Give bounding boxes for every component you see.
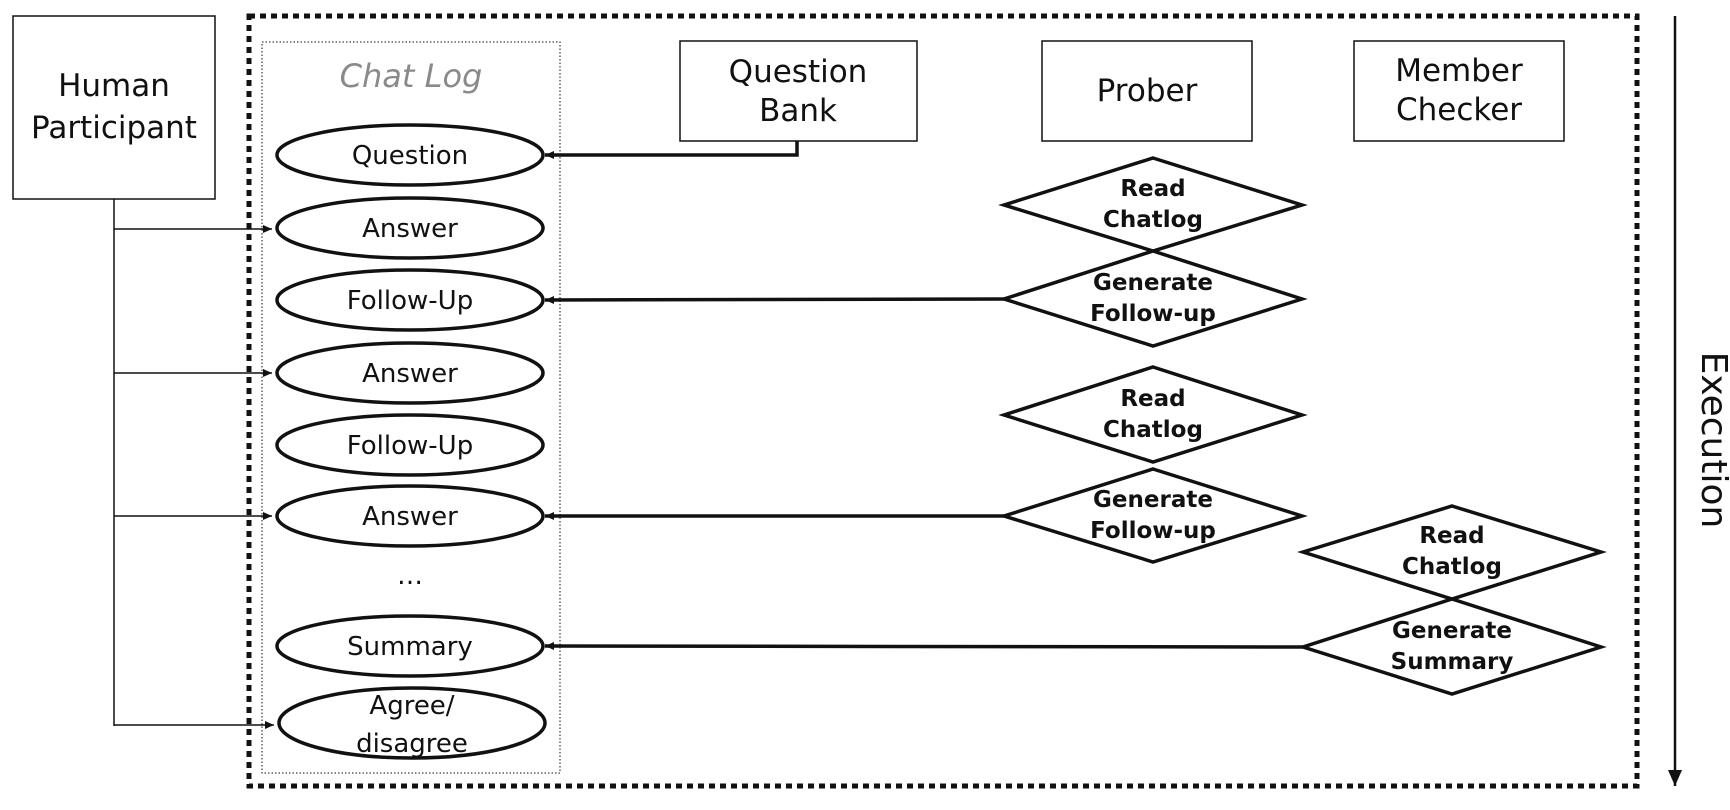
- chat-item-follow-up-1: Follow-Up: [275, 268, 545, 332]
- chat-item-question: Question: [275, 123, 545, 187]
- chat-item-answer-1-label: Answer: [362, 214, 458, 244]
- prober-read-1-line2: Chatlog: [1103, 207, 1203, 233]
- chat-item-agree: Agree/ disagree: [277, 686, 547, 760]
- execution-frame: [246, 13, 1640, 789]
- member-checker-read-line1: Read: [1419, 523, 1484, 549]
- prober-generate-follow-up-1: Generate Follow-up: [998, 249, 1308, 348]
- prober-read-chatlog-2: Read Chatlog: [998, 365, 1308, 464]
- human-participant-label-line2: Participant: [31, 110, 197, 146]
- human-participant-box: Human Participant: [12, 15, 216, 200]
- chat-item-summary-label: Summary: [347, 632, 473, 662]
- member-checker-read-line2: Chatlog: [1402, 554, 1502, 580]
- prober-generate-1-line1: Generate: [1093, 270, 1213, 296]
- chat-item-agree-label-line2: disagree: [356, 729, 468, 759]
- chat-item-answer-2: Answer: [275, 341, 545, 405]
- prober-follow-up-arrow-1: [544, 295, 1005, 304]
- chat-item-follow-up-1-label: Follow-Up: [347, 286, 473, 316]
- prober-read-2-line2: Chatlog: [1103, 417, 1203, 443]
- chat-item-answer-3: Answer: [275, 484, 545, 548]
- question-bank-box: Question Bank: [679, 40, 918, 142]
- chat-log-ellipsis: …: [397, 561, 423, 591]
- prober-generate-1-line2: Follow-up: [1090, 301, 1216, 327]
- chat-item-summary: Summary: [275, 614, 545, 678]
- question-bank-label-line1: Question: [729, 54, 868, 90]
- prober-label: Prober: [1097, 73, 1198, 109]
- prober-generate-follow-up-2: Generate Follow-up: [998, 467, 1308, 564]
- member-checker-summary-arrow: [544, 642, 1304, 651]
- prober-read-2-line1: Read: [1120, 386, 1185, 412]
- prober-generate-2-line1: Generate: [1093, 487, 1213, 513]
- prober-generate-2-line2: Follow-up: [1090, 518, 1216, 544]
- chat-item-follow-up-2-label: Follow-Up: [347, 431, 473, 461]
- question-bank-label-line2: Bank: [759, 93, 837, 129]
- member-checker-generate-line1: Generate: [1392, 618, 1512, 644]
- execution-label: Execution: [1693, 352, 1730, 529]
- prober-box: Prober: [1041, 40, 1253, 142]
- chat-item-answer-2-label: Answer: [362, 359, 458, 389]
- chat-item-question-label: Question: [352, 141, 468, 171]
- chat-item-agree-label-line1: Agree/: [369, 691, 454, 721]
- human-participant-label-line1: Human: [58, 68, 170, 104]
- member-checker-generate-line2: Summary: [1391, 649, 1514, 675]
- prober-read-chatlog-1: Read Chatlog: [998, 156, 1308, 253]
- question-bank-arrow: [545, 141, 799, 159]
- member-checker-label-line2: Checker: [1396, 92, 1522, 128]
- chat-item-answer-3-label: Answer: [362, 502, 458, 532]
- prober-read-1-line1: Read: [1120, 176, 1185, 202]
- member-checker-read-chatlog: Read Chatlog: [1297, 504, 1607, 601]
- chat-log-title: Chat Log: [340, 57, 483, 95]
- member-checker-generate-summary: Generate Summary: [1297, 597, 1607, 696]
- member-checker-box: Member Checker: [1353, 40, 1565, 142]
- participant-connectors: [113, 199, 274, 729]
- chat-item-follow-up-2: Follow-Up: [275, 413, 545, 477]
- chat-item-answer-1: Answer: [275, 196, 545, 260]
- member-checker-label-line1: Member: [1395, 53, 1523, 89]
